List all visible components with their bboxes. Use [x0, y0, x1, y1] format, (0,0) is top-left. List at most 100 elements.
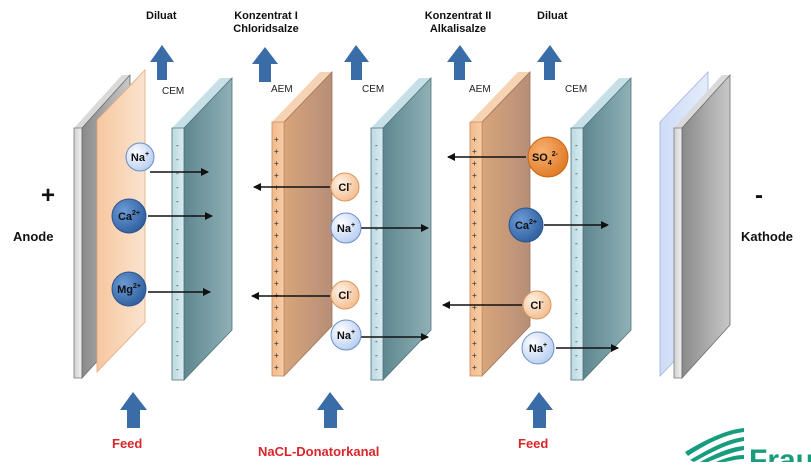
svg-text:-: - — [574, 309, 579, 318]
svg-text:-: - — [574, 323, 579, 332]
label-konzentrat-2: Konzentrat II Alkalisalze — [412, 10, 504, 36]
ion-ca-2: Ca2+ — [508, 207, 544, 243]
label-konzentrat-2-line1: Konzentrat II — [424, 10, 492, 22]
svg-text:-: - — [175, 239, 180, 248]
svg-text:-: - — [175, 267, 180, 276]
svg-text:-: - — [374, 351, 379, 360]
svg-text:-: - — [574, 337, 579, 346]
up-arrow-diluat-left — [150, 45, 174, 80]
aem-2-plus-marks: ++++ ++++ ++++ ++++ ++++ — [472, 135, 477, 372]
svg-text:-: - — [574, 141, 579, 150]
svg-text:-: - — [574, 169, 579, 178]
svg-text:Cl-: Cl- — [338, 181, 352, 194]
svg-text:-: - — [175, 323, 180, 332]
svg-text:-: - — [175, 155, 180, 164]
label-diluat-right: Diluat — [537, 10, 568, 22]
svg-text:-: - — [374, 239, 379, 248]
svg-text:+: + — [472, 159, 477, 168]
fraunhofer-logo: Fraunhofer — [685, 428, 811, 467]
svg-text:-: - — [374, 225, 379, 234]
svg-text:+: + — [472, 255, 477, 264]
svg-text:+: + — [274, 231, 279, 240]
svg-text:-: - — [374, 323, 379, 332]
svg-text:-: - — [574, 253, 579, 262]
label-konzentrat-1: Konzentrat I Chloridsalze — [220, 10, 312, 36]
svg-text:+: + — [472, 267, 477, 276]
svg-text:+: + — [274, 363, 279, 372]
svg-text:+: + — [274, 303, 279, 312]
svg-text:+: + — [274, 243, 279, 252]
up-arrow-feed-left — [120, 392, 147, 428]
svg-text:+: + — [472, 303, 477, 312]
cem-membrane-3: ---- ---- ---- ---- - — [570, 77, 632, 381]
svg-text:-: - — [374, 183, 379, 192]
svg-text:-: - — [574, 295, 579, 304]
cem-2-minus-marks: ---- ---- ---- ---- - — [374, 141, 379, 374]
svg-text:+: + — [472, 243, 477, 252]
label-diluat-left: Diluat — [146, 10, 177, 22]
ion-ca-1: Ca2+ — [111, 198, 147, 234]
ion-cl-3: Cl- — [522, 290, 552, 320]
up-arrow-konzentrat-2 — [447, 45, 472, 80]
svg-text:+: + — [472, 315, 477, 324]
kathode-label: Kathode — [741, 229, 793, 244]
svg-text:+: + — [274, 219, 279, 228]
svg-text:-: - — [574, 225, 579, 234]
svg-text:+: + — [472, 339, 477, 348]
bottom-flow-arrows — [120, 392, 553, 428]
svg-text:+: + — [472, 291, 477, 300]
svg-text:-: - — [175, 197, 180, 206]
svg-text:+: + — [274, 147, 279, 156]
label-aem-1: AEM — [271, 84, 293, 95]
svg-text:Na+: Na+ — [337, 329, 355, 342]
svg-text:-: - — [574, 239, 579, 248]
svg-text:-: - — [175, 183, 180, 192]
svg-text:-: - — [574, 197, 579, 206]
anode-label: Anode — [13, 229, 54, 244]
ion-cl-1: Cl- — [330, 172, 360, 202]
svg-text:+: + — [274, 351, 279, 360]
label-konzentrat-2-line2: Alkalisalze — [429, 23, 487, 35]
kathode-electrode — [659, 71, 731, 380]
ion-na-1: Na+ — [125, 142, 155, 172]
svg-text:+: + — [472, 219, 477, 228]
svg-text:-: - — [574, 267, 579, 276]
label-konzentrat-1-line2: Chloridsalze — [233, 23, 299, 35]
svg-text:+: + — [472, 351, 477, 360]
label-feed-left: Feed — [112, 436, 143, 451]
svg-text:+: + — [274, 195, 279, 204]
svg-text:-: - — [374, 337, 379, 346]
label-cem-1: CEM — [162, 86, 185, 97]
svg-text:-: - — [175, 281, 180, 290]
up-arrow-konzentrat-1-right — [344, 45, 369, 80]
label-cem-3: CEM — [565, 84, 588, 95]
svg-text:+: + — [472, 207, 477, 216]
svg-text:+: + — [274, 279, 279, 288]
svg-text:-: - — [574, 211, 579, 220]
anode-sign: + — [41, 182, 56, 209]
svg-text:-: - — [175, 225, 180, 234]
ion-mg-1: Mg2+ — [111, 271, 147, 307]
kathode-sign: - — [755, 182, 763, 209]
ion-cl-2: Cl- — [330, 280, 360, 310]
svg-text:Na+: Na+ — [337, 222, 355, 235]
up-arrow-diluat-right — [537, 45, 562, 80]
svg-text:+: + — [472, 183, 477, 192]
svg-text:+: + — [472, 195, 477, 204]
svg-text:-: - — [175, 365, 180, 374]
svg-text:-: - — [374, 309, 379, 318]
svg-text:-: - — [175, 309, 180, 318]
label-donor-channel: NaCL-Donatorkanal — [258, 444, 380, 459]
svg-text:+: + — [274, 171, 279, 180]
svg-text:+: + — [472, 171, 477, 180]
svg-text:Na+: Na+ — [529, 342, 547, 355]
cem-1-minus-marks: ---- ---- ---- ---- - — [175, 141, 180, 374]
svg-text:+: + — [274, 267, 279, 276]
svg-text:-: - — [574, 281, 579, 290]
aem-membrane-2: ++++ ++++ ++++ ++++ ++++ — [469, 71, 531, 377]
svg-text:-: - — [374, 281, 379, 290]
svg-text:-: - — [574, 183, 579, 192]
top-flow-arrows — [150, 45, 562, 82]
svg-text:+: + — [472, 147, 477, 156]
